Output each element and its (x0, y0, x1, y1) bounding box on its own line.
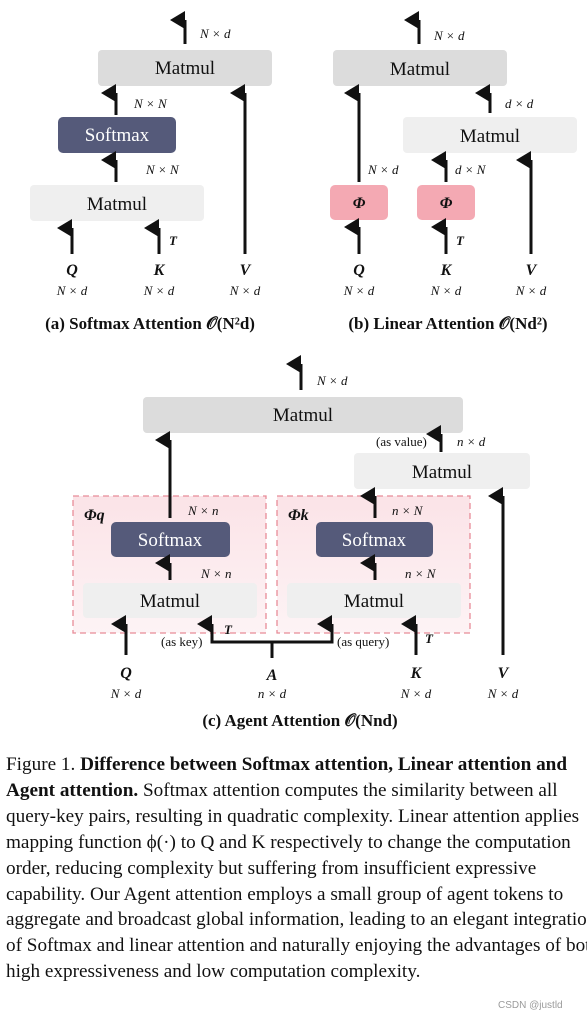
panel-c-matmul-top-label: Matmul (273, 405, 333, 426)
panel-b-input-v-dim: N × d (515, 283, 547, 298)
panel-c-right-out-dim: n × N (392, 503, 424, 518)
caption-text: Softmax attention computes the similarit… (6, 779, 587, 983)
panel-a-mid-dim: N × N (133, 96, 168, 111)
panel-a-input-q-dim: N × d (56, 283, 88, 298)
panel-b-matmul-top-label: Matmul (390, 59, 450, 80)
panel-c-input-a-dim: n × d (258, 686, 287, 701)
panel-c-transpose-left: T (224, 622, 233, 637)
panel-c-left-matmul-label: Matmul (140, 591, 200, 612)
panel-b-out-dim: N × d (433, 28, 465, 43)
panel-a-matmul-bottom-label: Matmul (87, 194, 147, 215)
panel-b-phi-q (330, 185, 388, 220)
panel-c-right-softmax (316, 522, 433, 557)
panel-b-input-q: Q (353, 262, 365, 279)
panel-a-input-q: Q (66, 262, 78, 279)
panel-c-left-out-dim: N × n (187, 503, 218, 518)
panel-a-input-k: K (153, 262, 166, 279)
panel-a-title: (a) Softmax Attention 𝒪(N²d) (45, 314, 255, 333)
panel-a-matmul-top (98, 50, 272, 86)
panel-b-transpose: T (456, 233, 465, 248)
panel-b-matmul-mid (403, 117, 577, 153)
panel-c-right-mid-dim: n × N (405, 566, 437, 581)
caption-label: Figure 1. (6, 754, 76, 775)
panel-b-matmul-top (333, 50, 507, 86)
panel-c-title: (c) Agent Attention 𝒪(Nnd) (202, 711, 397, 730)
panel-b-input-k-dim: N × d (430, 283, 462, 298)
panel-c-right-matmul (287, 583, 461, 618)
panel-b-k-dim: d × N (455, 162, 487, 177)
panel-a-input-v-dim: N × d (229, 283, 261, 298)
panel-a-input-v: V (240, 262, 252, 279)
panel-c-input-q-dim: N × d (110, 686, 142, 701)
panel-b-input-k: K (440, 262, 453, 279)
panel-c-matmul-right-label: Matmul (412, 462, 472, 483)
panel-c-right-matmul-label: Matmul (344, 591, 404, 612)
panel-c-phi-k-label: Φk (288, 507, 309, 524)
panel-a-matmul-top-label: Matmul (155, 58, 215, 79)
panel-b-input-q-dim: N × d (343, 283, 375, 298)
watermark: CSDN @justld (498, 1000, 563, 1011)
panel-c-input-k: K (410, 665, 423, 682)
attention-diagram: N × d Matmul N × N Softmax N × N Matmul … (30, 11, 577, 730)
panel-b-linear-attention: N × d Matmul d × d Matmul N × d Φ d × N … (330, 11, 577, 333)
caption-bold: Difference between Softmax attention, Li… (6, 754, 568, 801)
panel-c-input-v-dim: N × d (487, 686, 519, 701)
panel-c-left-softmax-label: Softmax (138, 530, 203, 551)
panel-b-q-dim: N × d (367, 162, 399, 177)
panel-c-input-v: V (498, 665, 510, 682)
panel-c-left-mid-dim: N × n (200, 566, 231, 581)
panel-a-softmax (58, 117, 176, 153)
panel-c-left-softmax (111, 522, 230, 557)
panel-c-input-k-dim: N × d (400, 686, 432, 701)
panel-b-mid-dim: d × d (505, 96, 534, 111)
panel-c-as-query: (as query) (337, 634, 389, 649)
panel-c-out-dim: N × d (316, 373, 348, 388)
panel-c-phi-q-label: Φq (84, 507, 105, 524)
panel-b-phi-k (417, 185, 475, 220)
panel-a-softmax-attention: N × d Matmul N × N Softmax N × N Matmul … (30, 11, 272, 333)
panel-a-softmax-label: Softmax (85, 125, 150, 146)
panel-b-input-v: V (526, 262, 538, 279)
panel-a-matmul-bottom (30, 185, 204, 221)
figure-caption: Figure 1. Difference between Softmax att… (6, 752, 587, 985)
panel-c-right-softmax-label: Softmax (342, 530, 407, 551)
panel-c-input-a: A (266, 667, 278, 684)
panel-b-phi-k-label: Φ (440, 195, 453, 212)
panel-a-transpose: T (169, 233, 178, 248)
panel-c-matmul-top (143, 397, 463, 433)
panel-b-phi-q-label: Φ (353, 195, 366, 212)
panel-c-as-value: (as value) (376, 434, 427, 449)
panel-c-input-q: Q (120, 665, 132, 682)
panel-b-title: (b) Linear Attention 𝒪(Nd²) (348, 314, 547, 333)
panel-c-as-key: (as key) (161, 634, 203, 649)
panel-c-matmul-right (354, 453, 530, 489)
panel-c-value-dim: n × d (457, 434, 486, 449)
panel-c-transpose-right: T (425, 631, 434, 646)
panel-c-agent-attention: N × d Matmul (as value) n × d Matmul Φq … (72, 355, 530, 730)
panel-c-left-matmul (83, 583, 257, 618)
panel-b-matmul-mid-label: Matmul (460, 126, 520, 147)
panel-a-input-k-dim: N × d (143, 283, 175, 298)
panel-a-out-dim: N × d (199, 26, 231, 41)
panel-a-low-dim: N × N (145, 162, 180, 177)
